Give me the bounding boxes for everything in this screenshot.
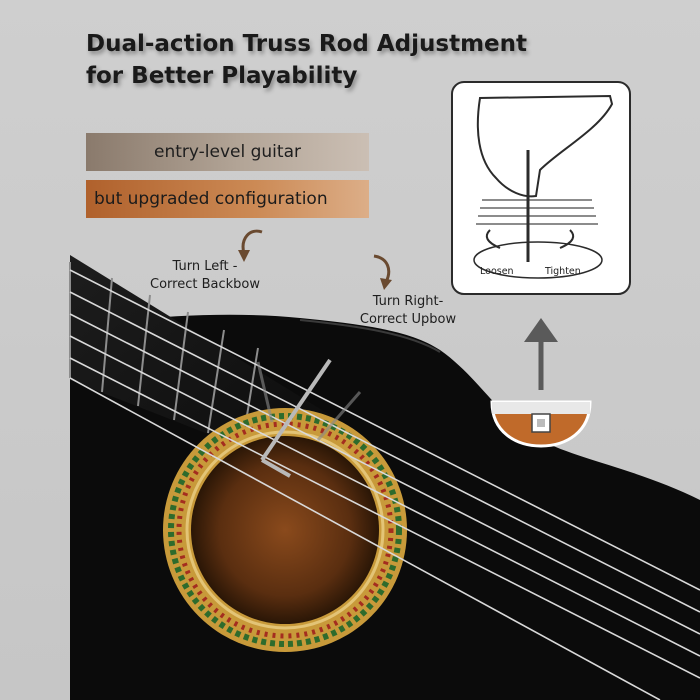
headline: Dual-action Truss Rod Adjustment for Bet… (86, 28, 527, 92)
curved-arrow-right-icon (373, 254, 391, 283)
allen-key-icon (256, 358, 362, 478)
turn-right-line-2: Correct Upbow (359, 312, 457, 327)
turn-right-line-1: Turn Right- (372, 294, 444, 309)
body-highlight (299, 319, 441, 353)
headline-line-2: for Better Playability (86, 63, 358, 89)
headline-line-1: Dual-action Truss Rod Adjustment (86, 31, 528, 57)
turn-left-line-1: Turn Left - (172, 259, 238, 274)
turn-right-label: Turn Right- Correct Upbow (348, 293, 468, 329)
loosen-label: Loosen (480, 266, 514, 277)
soundhole (191, 436, 379, 624)
turn-left-line-2: Correct Backbow (150, 277, 260, 292)
turn-left-label: Turn Left - Correct Backbow (140, 258, 270, 294)
tighten-label: Tighten (545, 266, 581, 277)
tag-upgraded: but upgraded configuration (86, 180, 369, 218)
tag-entry-level: entry-level guitar (86, 133, 369, 171)
up-arrow-icon (524, 318, 558, 390)
hand-icon (476, 94, 614, 198)
